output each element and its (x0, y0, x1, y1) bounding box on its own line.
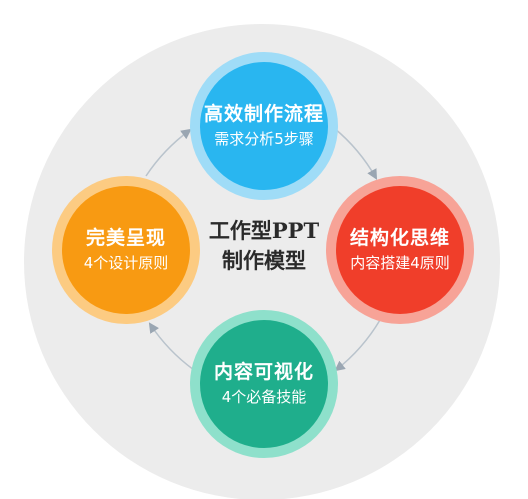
node-inner: 高效制作流程 需求分析5步骤 (200, 62, 328, 190)
arc-right-to-bottom (334, 319, 381, 372)
arc-bottom-to-left (148, 322, 195, 371)
node-subtitle: 4个必备技能 (221, 388, 307, 406)
node-title: 结构化思维 (349, 227, 450, 249)
node-title: 高效制作流程 (203, 103, 324, 125)
center-title-line1: 工作型PPT (208, 218, 320, 243)
node-inner: 结构化思维 内容搭建4原则 (336, 186, 464, 314)
center-title-line2: 制作模型 (222, 248, 306, 273)
node-title: 内容可视化 (213, 361, 314, 383)
arc-top-to-right (333, 127, 378, 180)
arc-left-to-top (145, 128, 192, 177)
node-title: 完美呈现 (85, 227, 166, 249)
node-inner: 内容可视化 4个必备技能 (200, 320, 328, 448)
node-subtitle: 内容搭建4原则 (350, 254, 450, 272)
node-inner: 完美呈现 4个设计原则 (62, 186, 190, 314)
node-structured-thinking: 结构化思维 内容搭建4原则 (326, 176, 474, 324)
node-subtitle: 4个设计原则 (83, 254, 169, 272)
node-subtitle: 需求分析5步骤 (214, 130, 314, 148)
node-content-visualization: 内容可视化 4个必备技能 (190, 310, 338, 458)
node-perfect-presentation: 完美呈现 4个设计原则 (52, 176, 200, 324)
node-efficient-workflow: 高效制作流程 需求分析5步骤 (190, 52, 338, 200)
center-title: 工作型PPT 制作模型 (196, 216, 332, 276)
